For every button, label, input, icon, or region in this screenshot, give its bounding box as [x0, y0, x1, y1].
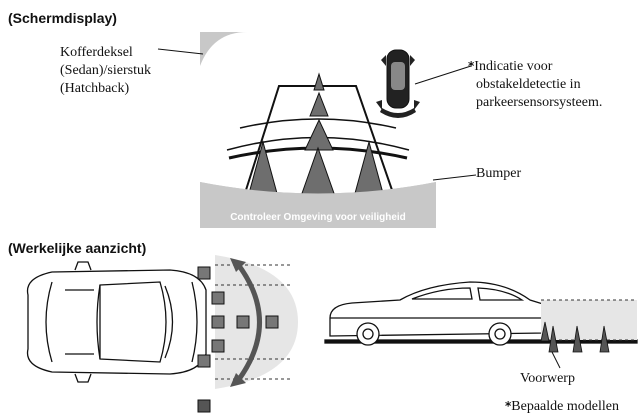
indicator-label-line2: obstakeldetectie in: [476, 77, 581, 92]
car-side-view: [324, 281, 638, 346]
trunk-label-line2: (Sedan)/sierstuk: [60, 63, 151, 78]
trunk-label-line1: Kofferdeksel: [60, 45, 133, 60]
obstacle-indicator-icon: [376, 49, 420, 118]
side-view-range: [540, 299, 637, 353]
object-label: Voorwerp: [520, 371, 575, 386]
rear-camera-screen: Controleer Omgeving voor veiligheid: [200, 32, 436, 228]
footnote: *Bepaalde modellen: [505, 398, 619, 415]
indicator-label-line3: parkeersensorsysteem.: [476, 95, 603, 110]
trunk-label-line3: (Hatchback): [60, 81, 130, 96]
detection-range-fan: [215, 255, 298, 389]
screen-display-heading: (Schermdisplay): [8, 10, 117, 26]
screen-cones: [247, 72, 385, 200]
footnote-marker-bottom: *: [505, 399, 512, 413]
bumper-label: Bumper: [476, 166, 522, 181]
car-top-view: [26, 261, 207, 383]
footnote-marker: *: [468, 59, 475, 73]
indicator-label-line1-text: Indicatie voor: [474, 59, 553, 74]
indicator-label-line1: *Indicatie voor: [468, 58, 552, 75]
sensor-squares: [197, 266, 279, 413]
real-view-heading: (Werkelijke aanzicht): [8, 240, 147, 256]
footnote-text: Bepaalde modellen: [511, 399, 619, 414]
screen-caption: Controleer Omgeving voor veiligheid: [230, 212, 406, 223]
